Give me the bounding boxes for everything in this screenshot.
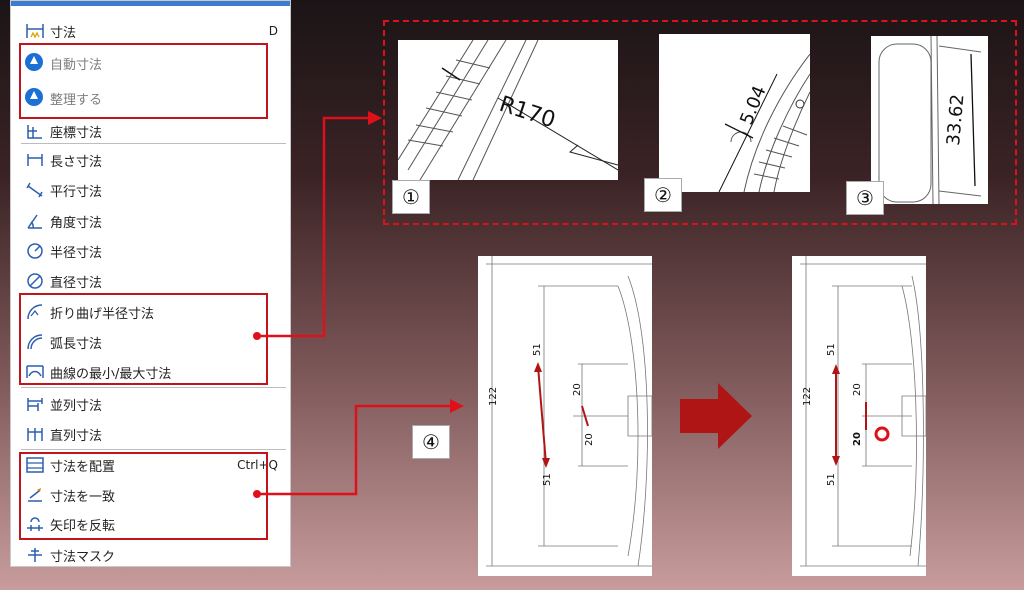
transform-arrow-icon bbox=[680, 383, 752, 449]
dim-a-label: 20 bbox=[572, 383, 583, 396]
after-drawing: 122 51 51 20 20 bbox=[800, 256, 926, 567]
menu-item-label: 座標寸法 bbox=[50, 125, 103, 141]
menu-item-label: 寸法を配置 bbox=[50, 459, 116, 475]
menu-item-label: 整理する bbox=[50, 92, 103, 108]
parallel-dimension-icon bbox=[26, 182, 43, 198]
distance-label: 5.04 bbox=[736, 83, 770, 128]
angle-dimension-icon bbox=[27, 214, 42, 229]
before-drawing-panel: 122 51 51 20 20 bbox=[478, 256, 652, 576]
menu-item-radius-dimension[interactable]: 半径寸法 bbox=[11, 238, 290, 264]
menu-item-label: 曲線の最小/最大寸法 bbox=[50, 366, 172, 382]
menu-item-label: 直列寸法 bbox=[50, 428, 103, 444]
menu-item-label: 半径寸法 bbox=[50, 245, 103, 261]
menu-item-parallel-dimension[interactable]: 平行寸法 bbox=[11, 177, 290, 203]
menu-item-label: 直径寸法 bbox=[50, 275, 103, 291]
flip-arrow-icon bbox=[27, 517, 43, 531]
curve-min-max-icon bbox=[26, 365, 44, 378]
upper-dim-label: 51 bbox=[826, 343, 837, 356]
dim-a-label: 20 bbox=[852, 383, 863, 396]
menu-item-arrange[interactable]: 整理する bbox=[11, 85, 290, 111]
menu-item-angle-dimension[interactable]: 角度寸法 bbox=[11, 208, 290, 234]
place-dimension-icon bbox=[26, 457, 44, 473]
length-label: 33.62 bbox=[943, 93, 968, 146]
menu-item-auto-dimension[interactable]: 自動寸法 bbox=[11, 50, 290, 76]
parallel-series-icon bbox=[27, 398, 43, 411]
menu-item-bend-radius[interactable]: 折り曲げ半径寸法 bbox=[11, 299, 290, 325]
menu-item-label: 並列寸法 bbox=[50, 398, 103, 414]
coordinate-dimension-icon bbox=[27, 125, 42, 139]
before-drawing: 122 51 51 20 20 bbox=[486, 256, 652, 567]
connector-arrow-bottom bbox=[257, 404, 452, 496]
after-drawing-panel: 122 51 51 20 20 bbox=[792, 256, 926, 576]
arrange-icon bbox=[25, 88, 45, 108]
align-dimension-icon bbox=[28, 488, 42, 502]
menu-item-label: 寸法 bbox=[50, 25, 77, 41]
menu-item-label: 平行寸法 bbox=[50, 184, 103, 200]
examples-dashed-frame bbox=[383, 20, 1017, 225]
menu-item-label: 自動寸法 bbox=[50, 57, 103, 73]
dim-b-label: 20 bbox=[584, 433, 595, 446]
badge-1: ① bbox=[392, 180, 430, 214]
series-dimension-icon bbox=[27, 428, 43, 441]
menu-item-label: 長さ寸法 bbox=[50, 154, 103, 170]
menu-item-shortcut: D bbox=[268, 24, 278, 38]
dimension-context-menu: 寸法 D 自動寸法 整理する 座標寸法 長さ寸法 平行寸法 角度寸法 半径寸法 … bbox=[10, 0, 291, 567]
menu-item-length-dimension[interactable]: 長さ寸法 bbox=[11, 147, 290, 173]
menu-top-accent bbox=[11, 1, 290, 6]
auto-dimension-icon bbox=[25, 53, 45, 73]
badge-3: ③ bbox=[846, 181, 884, 215]
menu-item-coordinate-dimension[interactable]: 座標寸法 bbox=[11, 118, 290, 144]
highlight-place-group bbox=[19, 452, 268, 540]
example-panel-2: 5.04 bbox=[659, 34, 810, 192]
lower-dim-label: 51 bbox=[542, 473, 553, 486]
menu-item-flip-arrow[interactable]: 矢印を反転 bbox=[11, 511, 290, 537]
menu-item-series-dimension[interactable]: 直列寸法 bbox=[11, 421, 290, 447]
menu-item-label: 矢印を反転 bbox=[50, 518, 116, 534]
radius-dimension-icon bbox=[27, 243, 43, 259]
example-panel-1: R170 bbox=[398, 40, 618, 180]
total-dim-label: 122 bbox=[802, 387, 813, 406]
menu-separator bbox=[21, 143, 286, 144]
highlight-auto-group bbox=[19, 43, 268, 119]
length-dimension-icon bbox=[27, 154, 43, 166]
diameter-dimension-icon bbox=[27, 273, 43, 289]
highlight-circle bbox=[874, 426, 890, 442]
menu-item-align-dimension[interactable]: 寸法を一致 bbox=[11, 482, 290, 508]
example-panel-3: 33.62 bbox=[871, 36, 988, 204]
menu-item-dimension-mask[interactable]: 寸法マスク bbox=[11, 542, 290, 568]
bend-radius-icon bbox=[27, 304, 43, 320]
total-dim-label: 122 bbox=[488, 387, 499, 406]
menu-item-label: 角度寸法 bbox=[50, 215, 103, 231]
menu-item-arc-length[interactable]: 弧長寸法 bbox=[11, 329, 290, 355]
dimension-mask-icon bbox=[28, 548, 42, 562]
example-1-drawing: R170 bbox=[398, 40, 618, 180]
menu-item-label: 寸法マスク bbox=[50, 549, 116, 565]
example-3-drawing: 33.62 bbox=[878, 36, 982, 204]
menu-separator bbox=[21, 449, 286, 450]
connector-arrow-top bbox=[257, 116, 370, 338]
menu-item-label: 弧長寸法 bbox=[50, 336, 103, 352]
upper-dim-label: 51 bbox=[532, 343, 543, 356]
radius-label: R170 bbox=[496, 92, 558, 133]
menu-separator bbox=[21, 387, 286, 388]
menu-item-label: 折り曲げ半径寸法 bbox=[50, 306, 155, 322]
badge-2: ② bbox=[644, 178, 682, 212]
menu-item-curve-min-max[interactable]: 曲線の最小/最大寸法 bbox=[11, 359, 290, 385]
dim-b-label: 20 bbox=[852, 432, 863, 446]
menu-item-diameter-dimension[interactable]: 直径寸法 bbox=[11, 268, 290, 294]
badge-4: ④ bbox=[412, 425, 450, 459]
menu-item-label: 寸法を一致 bbox=[50, 489, 116, 505]
menu-item-parallel-series[interactable]: 並列寸法 bbox=[11, 391, 290, 417]
dimension-icon bbox=[26, 24, 44, 39]
example-2-drawing: 5.04 bbox=[718, 53, 810, 192]
arc-length-icon bbox=[27, 334, 43, 350]
lower-dim-label: 51 bbox=[826, 473, 837, 486]
highlight-curve-group bbox=[19, 293, 268, 385]
menu-item-dimension[interactable]: 寸法 D bbox=[11, 18, 290, 44]
